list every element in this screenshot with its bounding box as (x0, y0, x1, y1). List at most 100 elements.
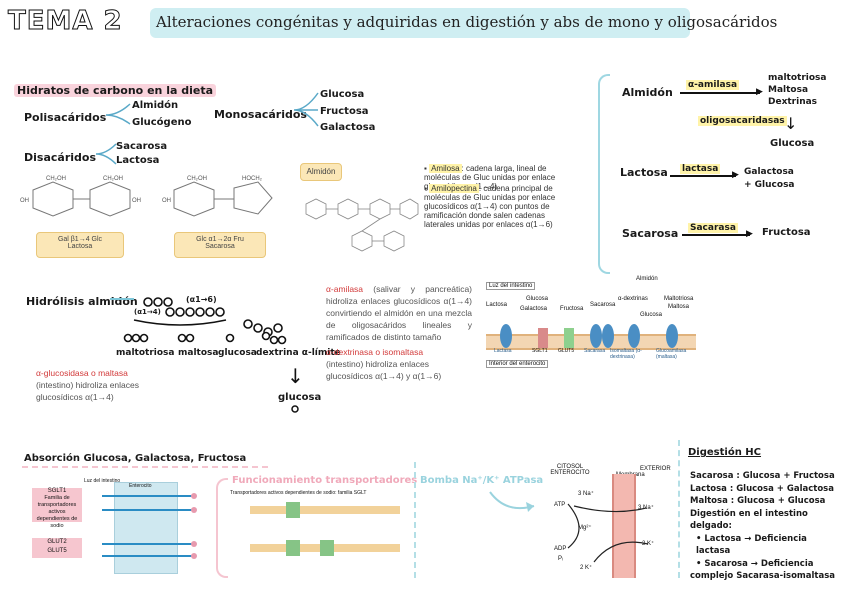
summary-line: Lactosa : Glucosa + Galactosa (690, 483, 834, 494)
pump-membrane (612, 474, 636, 578)
enzyme-sglt1: SGLT1 (532, 348, 548, 354)
hydrolysis-product-glucosa: glucosa (218, 348, 257, 358)
pump-pi: Pᵢ (558, 556, 563, 562)
label-alfa-dextrinas: α-dextrinas (618, 296, 648, 302)
digestion-bracket (598, 74, 610, 274)
pump-curve-arrow (489, 491, 535, 512)
page-subtitle-banner: Alteraciones congénitas y adquiridas en … (150, 8, 777, 38)
svg-text:CH₂OH: CH₂OH (46, 176, 66, 182)
transporter-1 (286, 502, 300, 518)
disacaridos-item-lactosa: Lactosa (116, 155, 160, 166)
arrow-amilasa (680, 92, 760, 94)
transporters-bracket (216, 478, 228, 578)
almidon-label: Almidón (636, 276, 658, 282)
label-sacarosa: Sacarosa (590, 302, 616, 308)
hydrolysis-product-maltotriosa: maltotriosa (116, 348, 175, 358)
enzyme-isomaltasa: Isomaltasa (α-dextrinasa) (610, 348, 642, 360)
transporters-title: Transportadores activos dependientes de … (230, 490, 367, 496)
svg-text:OH: OH (20, 198, 29, 204)
section-divider-2 (678, 440, 680, 578)
enterocyte-enzyme-diagram: Luz del intestino Almidón Interior del e… (486, 276, 698, 372)
label-galactosa: Galactosa (520, 306, 548, 312)
absorption-luz-label: Luz del intestino (84, 478, 121, 484)
monosacaridos-brace (293, 92, 319, 127)
svg-text:OH: OH (162, 198, 171, 204)
polisacaridos-item-almidon: Almidón (132, 100, 179, 111)
glut-box: GLUT2 GLUT5 (32, 538, 82, 558)
sglt1-box: SGLT1 Familia de transportadores activos… (32, 488, 82, 529)
svg-text:OH: OH (132, 198, 141, 204)
page-title: TEMA 2 (8, 6, 123, 37)
pump-k-out: 2 K⁺ (642, 541, 655, 547)
polisacaridos-brace (105, 103, 131, 125)
pump-k-in: 2 K⁺ (580, 565, 593, 571)
enterocito-cell: Enterocito (114, 482, 178, 574)
absorption-divider (22, 466, 268, 468)
digestion-almidon: Almidón (622, 86, 673, 99)
luz-intestino-label: Luz del intestino (486, 282, 536, 290)
absorption-arrows (102, 493, 197, 559)
glucosidasa-note: α-glucosidasa o maltasa (intestino) hidr… (36, 368, 139, 402)
hydrolysis-final-glucosa: glucosa (278, 392, 322, 403)
svg-text:HOCH₂: HOCH₂ (242, 176, 263, 182)
interior-enterocito-label: Interior del enterocito (486, 360, 549, 368)
transporters-heading: Funcionamiento transportadores (232, 475, 418, 486)
diet-heading: Hidratos de carbono en la dieta (14, 84, 217, 97)
enzyme-glucoamilasa: Glucoamilasa (maltasa) (656, 348, 687, 360)
disacaridos-brace (95, 143, 117, 165)
digestion-enzyme-amilasa: α-amilasa (686, 80, 740, 90)
digestion-enzyme-oligosacaridasas: oligosacaridasas (698, 116, 787, 126)
polisacaridos-item-glucogeno: Glucógeno (132, 117, 192, 128)
amilopectina-note: ▪ Amilopectina: cadena principal de molé… (424, 184, 556, 229)
pump-adp: ADP (554, 546, 567, 552)
membrane-apical (250, 506, 400, 514)
enzyme-sacarasa: Sacarasa (584, 348, 606, 354)
glucose-monomer-glyph (291, 405, 299, 413)
digestion-lactosa: Lactosa (620, 166, 668, 179)
amilasa-note: α-amilasa (salivar y pancreática) hidrol… (326, 284, 472, 342)
enzyme-glut5: GLUT5 (558, 348, 575, 354)
transporter-2 (320, 540, 334, 556)
page-subtitle: Alteraciones congénitas y adquiridas en … (156, 13, 778, 31)
arrow-down-glucosa: ↓ (287, 364, 304, 388)
hydrolysis-arrow (110, 298, 134, 300)
pump-atp: ATP (554, 502, 566, 508)
summary-list: Sacarosa : Glucosa + Fructosa Lactosa : … (690, 470, 844, 583)
digestion-product-glucosa: Glucosa (770, 138, 815, 149)
pump-exterior-label: EXTERIOR (640, 466, 671, 472)
enterocito-label: Enterocito (129, 483, 152, 489)
svg-text:CH₂OH: CH₂OH (187, 176, 207, 182)
monosacaridos-item-glucosa: Glucosa (320, 89, 365, 100)
dextrinasa-note: α-dextrinasa o isomaltasa (intestino) hi… (326, 347, 442, 381)
digestion-product-fructosa: Fructosa (762, 227, 811, 238)
summary-line: Maltosa : Glucosa + Glucosa (690, 496, 826, 506)
transporter-3 (286, 540, 300, 556)
label-lactosa: Lactosa (486, 302, 508, 308)
hydrolysis-heading: Hidrólisis almidón (26, 295, 138, 308)
section-divider-1 (414, 462, 416, 578)
hydrolysis-products-glyphs (123, 331, 287, 345)
arrow-lactasa-head: ▶ (732, 170, 739, 180)
arrow-down-oligo: ↓ (784, 114, 798, 133)
digestion-products-lactasa: Galactosa + Glucosa (744, 167, 795, 190)
label-maltosa: Maltosa (668, 304, 690, 310)
disacaridos-item-sacarosa: Sacarosa (116, 141, 168, 152)
arrow-lactasa (670, 175, 736, 177)
digestion-products-amilasa: maltotriosa Maltosa Dextrinas (768, 73, 827, 107)
absorption-heading: Absorción Glucosa, Galactosa, Fructosa (24, 453, 247, 464)
label-glucosa: Glucosa (526, 296, 549, 302)
na-k-pump-diagram: CITOSOL ENTEROCITO Membrana EXTERIOR 3 N… (550, 462, 671, 580)
arrow-sacarasa-head: ▶ (746, 229, 753, 239)
pump-flow-arrows (567, 503, 649, 563)
lactose-structure-image: CH₂OH CH₂OH OH OH (20, 176, 141, 217)
label-glucosa-2: Glucosa (640, 312, 663, 318)
starch-structure-image (305, 198, 419, 252)
summary-line: complejo Sacarasa-isomaltasa (690, 571, 836, 581)
absorption-diagram: SGLT1 Familia de transportadores activos… (22, 478, 204, 574)
digestion-enzyme-sacarasa: Sacarasa (688, 223, 738, 233)
monosacaridos-label: Monosacáridos (214, 108, 307, 121)
hydrolysis-bond-14: (α1→4) (134, 308, 161, 316)
monosacaridos-item-fructosa: Fructosa (320, 106, 369, 117)
digestion-enzyme-lactasa: lactasa (680, 164, 721, 174)
brush-border-enzymes (500, 324, 678, 348)
